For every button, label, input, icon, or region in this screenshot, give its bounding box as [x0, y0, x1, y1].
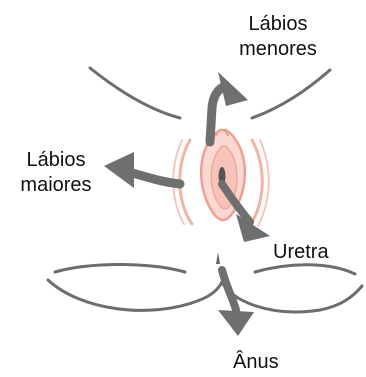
lower-left-buttock — [48, 280, 222, 310]
lower-left-curve — [55, 265, 185, 273]
arrow-labios-menores-head — [218, 72, 248, 106]
labia-maiores-right — [250, 140, 262, 226]
upper-left-curve — [90, 68, 180, 118]
label-labios-maiores-line1: Lábios — [6, 148, 106, 173]
label-anus: Ânus — [233, 350, 279, 375]
anus-mark — [216, 252, 220, 264]
label-labios-menores-line1: Lábios — [218, 12, 338, 37]
arrow-anus-head — [218, 310, 254, 336]
label-labios-maiores-line2: maiores — [6, 173, 106, 198]
label-labios-menores-line2: menores — [218, 37, 338, 62]
arrow-anus-shaft — [222, 270, 236, 310]
lower-right-curve — [255, 265, 355, 274]
label-labios-maiores: Lábios maiores — [6, 148, 106, 198]
arrow-labios-maiores-head — [104, 152, 134, 188]
label-labios-menores: Lábios menores — [218, 12, 338, 62]
arrow-labios-maiores-shaft — [128, 172, 180, 184]
label-uretra: Uretra — [273, 240, 329, 265]
upper-right-curve — [252, 70, 330, 118]
lower-right-buttock — [222, 282, 362, 312]
